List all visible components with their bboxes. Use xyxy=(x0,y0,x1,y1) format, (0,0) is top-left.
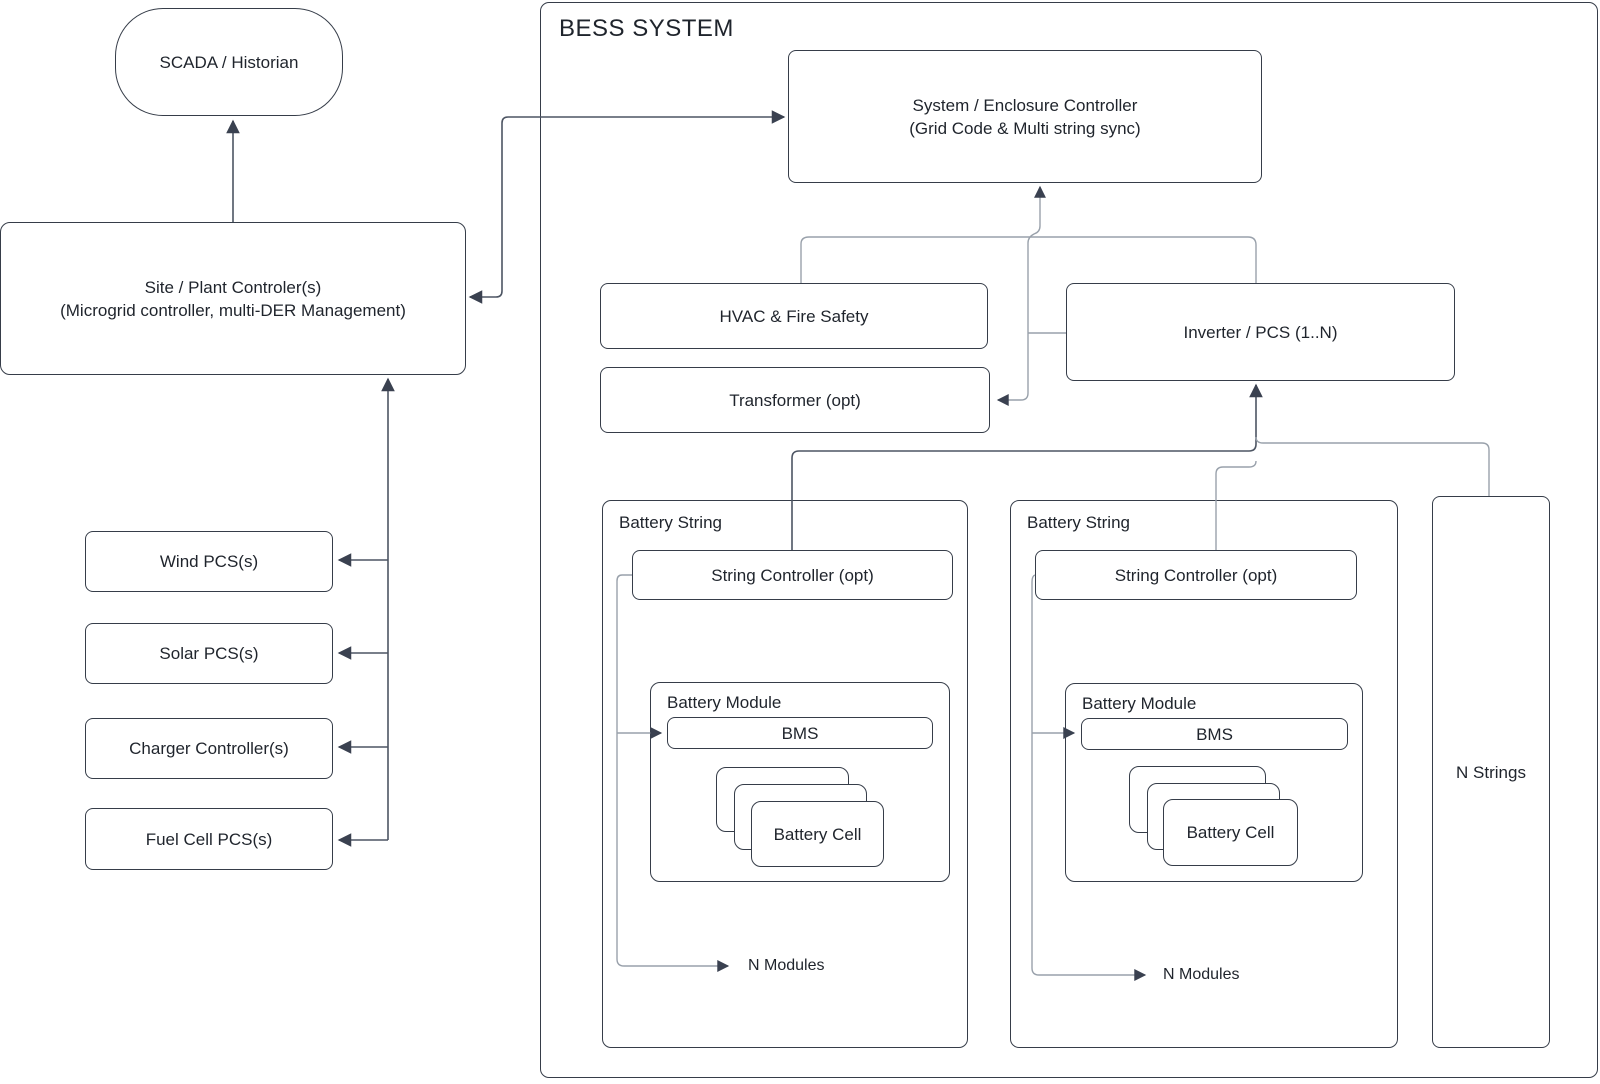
bms-1-label: BMS xyxy=(781,723,819,743)
bms-2-label: BMS xyxy=(1196,724,1233,744)
bms-2-node: BMS xyxy=(1081,718,1348,750)
hvac-fire-safety-label: HVAC & Fire Safety xyxy=(719,306,869,326)
battery-cell-2-front: Battery Cell xyxy=(1163,799,1298,866)
bess-system-container: BESS SYSTEM xyxy=(540,2,1598,1078)
battery-module-1-label: Battery Module xyxy=(667,693,782,712)
string-controller-2-label: String Controller (opt) xyxy=(1114,565,1278,585)
string-controller-1-label: String Controller (opt) xyxy=(711,565,874,585)
site-controller-line1: Site / Plant Controler(s) xyxy=(144,277,322,297)
n-modules-2-label: N Modules xyxy=(1163,966,1240,983)
charger-controller-label: Charger Controller(s) xyxy=(129,739,289,758)
system-controller-line2: (Grid Code & Multi string sync) xyxy=(909,118,1141,138)
bms-1-node: BMS xyxy=(667,717,933,749)
transformer-node: Transformer (opt) xyxy=(600,367,990,433)
fuel-cell-pcs-label: Fuel Cell PCS(s) xyxy=(145,829,273,849)
string-controller-1-node: String Controller (opt) xyxy=(632,550,953,600)
battery-cell-2-label: Battery Cell xyxy=(1186,823,1275,842)
inverter-pcs-label: Inverter / PCS (1..N) xyxy=(1183,322,1338,342)
battery-string-2-label: Battery String xyxy=(1027,513,1130,532)
system-enclosure-controller-node: System / Enclosure Controller (Grid Code… xyxy=(788,50,1262,183)
bess-system-title: BESS SYSTEM xyxy=(559,15,734,42)
wind-pcs-label: Wind PCS(s) xyxy=(159,552,259,571)
transformer-label: Transformer (opt) xyxy=(729,390,861,410)
site-plant-controller-node: Site / Plant Controler(s) (Microgrid con… xyxy=(0,222,466,375)
battery-string-1-container: Battery String xyxy=(602,500,968,1048)
solar-pcs-label: Solar PCS(s) xyxy=(159,644,259,663)
scada-historian-label: SCADA / Historian xyxy=(159,52,299,72)
n-strings-label: N Strings xyxy=(1456,762,1526,782)
n-modules-1-label: N Modules xyxy=(748,957,825,974)
system-controller-line1: System / Enclosure Controller xyxy=(912,95,1138,115)
n-strings-box: N Strings xyxy=(1432,496,1550,1048)
battery-cell-1-front: Battery Cell xyxy=(751,801,884,867)
hvac-fire-safety-node: HVAC & Fire Safety xyxy=(600,283,988,349)
solar-pcs-node: Solar PCS(s) xyxy=(85,623,333,684)
inverter-pcs-node: Inverter / PCS (1..N) xyxy=(1066,283,1455,381)
charger-controller-node: Charger Controller(s) xyxy=(85,718,333,779)
battery-string-1-label: Battery String xyxy=(619,513,722,532)
battery-cell-1-label: Battery Cell xyxy=(773,824,862,844)
battery-module-2-label: Battery Module xyxy=(1082,694,1197,713)
site-controller-line2: (Microgrid controller, multi-DER Managem… xyxy=(60,300,406,320)
fuel-cell-pcs-node: Fuel Cell PCS(s) xyxy=(85,808,333,870)
wind-pcs-node: Wind PCS(s) xyxy=(85,531,333,592)
scada-historian-node: SCADA / Historian xyxy=(115,8,343,116)
string-controller-2-node: String Controller (opt) xyxy=(1035,550,1357,600)
